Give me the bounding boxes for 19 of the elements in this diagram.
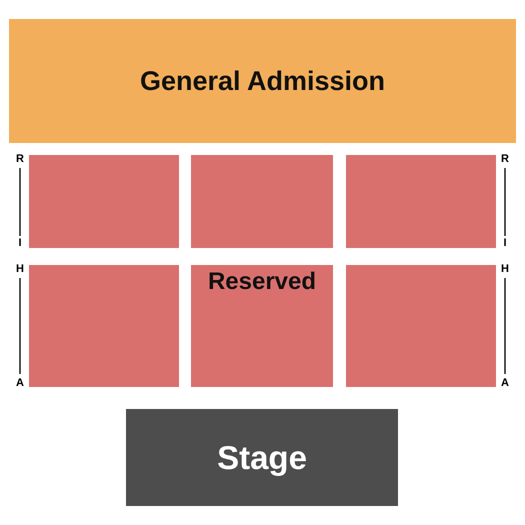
stage: [126, 409, 398, 506]
reserved-section: [191, 265, 333, 387]
row-letter: A: [15, 377, 25, 389]
section-label: Stage: [217, 438, 307, 478]
row-letter: H: [500, 263, 510, 275]
seating-section: [346, 265, 496, 387]
seating-section: [191, 155, 333, 248]
row-letter: I: [502, 237, 508, 249]
seating-section: [29, 265, 179, 387]
row-letter: R: [15, 153, 25, 165]
seating-section: [346, 155, 496, 248]
row-letter: R: [500, 153, 510, 165]
section-label: General Admission: [140, 64, 386, 98]
general-admission-section: [9, 19, 516, 143]
row-letter: A: [500, 377, 510, 389]
row-letter: I: [17, 237, 23, 249]
section-label: Reserved: [208, 268, 316, 297]
row-letter: H: [15, 263, 25, 275]
seating-section: [29, 155, 179, 248]
